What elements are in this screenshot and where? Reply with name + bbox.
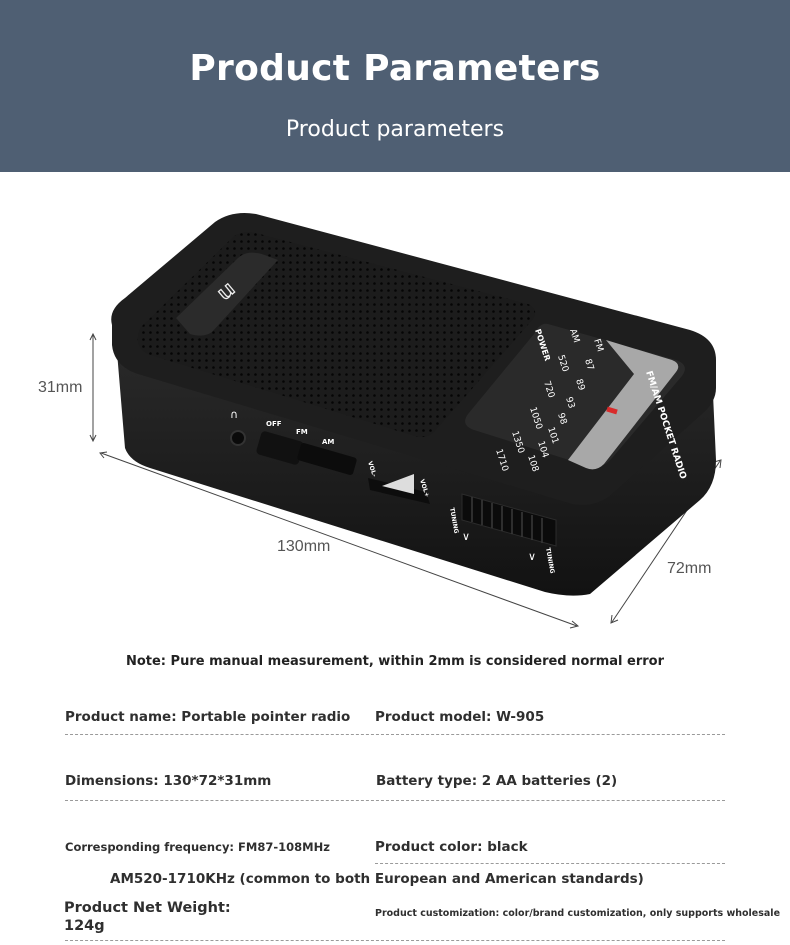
divider bbox=[65, 940, 725, 941]
volume-wheel bbox=[368, 478, 430, 504]
logo-plate bbox=[176, 252, 278, 336]
spec-product-color: Product color: black bbox=[375, 839, 528, 855]
switch-label-fm: FM bbox=[296, 428, 308, 436]
spec-customization: Product customization: color/brand custo… bbox=[375, 908, 781, 919]
length-dimension: 130mm bbox=[277, 538, 331, 555]
product-photo-area: 𝕦 POWER FM/AM POCKET RADIO FM 87 89 93 9… bbox=[0, 172, 790, 642]
spec-dimensions: Dimensions: 130*72*31mm bbox=[65, 773, 272, 789]
measurement-note: Note: Pure manual measurement, within 2m… bbox=[125, 654, 665, 669]
divider bbox=[65, 734, 725, 735]
page-title: Product Parameters bbox=[189, 48, 601, 89]
radio-illustration: 𝕦 POWER FM/AM POCKET RADIO FM 87 89 93 9… bbox=[89, 213, 722, 629]
band-switch-slot bbox=[297, 443, 357, 475]
headphone-icon: ∩ bbox=[230, 408, 238, 421]
tuning-pointer bbox=[606, 406, 618, 415]
tuning-arrow-icon: ∨ bbox=[462, 530, 470, 543]
dial-window bbox=[568, 340, 679, 470]
fm-scale-mark: 89 bbox=[573, 378, 586, 392]
headphone-jack bbox=[230, 430, 246, 446]
band-switch[interactable] bbox=[256, 430, 305, 465]
tuning-label-right: TUNING bbox=[544, 547, 555, 574]
spec-battery-type: Battery type: 2 AA batteries (2) bbox=[376, 773, 618, 789]
switch-label-off: OFF bbox=[266, 420, 282, 428]
header-banner: Product Parameters Product parameters bbox=[0, 0, 790, 172]
fm-scale-label: FM bbox=[591, 338, 605, 353]
height-dimension: 31mm bbox=[38, 379, 83, 396]
spec-product-name: Product name: Portable pointer radio bbox=[65, 709, 351, 725]
spec-frequency: Corresponding frequency: FM87-108MHz bbox=[65, 840, 330, 854]
am-scale-label: AM bbox=[567, 328, 581, 344]
spec-frequency-am: AM520-1710KHz (common to both European a… bbox=[110, 871, 644, 887]
divider bbox=[65, 800, 725, 801]
fm-scale-mark: 87 bbox=[582, 358, 595, 372]
divider bbox=[375, 863, 725, 864]
tuning-wheel-ridges bbox=[471, 497, 543, 543]
fm-scale-mark: 98 bbox=[555, 412, 568, 426]
spec-net-weight: Product Net Weight: 124g bbox=[64, 900, 231, 934]
switch-label-am: AM bbox=[322, 438, 334, 446]
page-subtitle: Product parameters bbox=[285, 117, 505, 142]
fm-scale-mark: 93 bbox=[563, 396, 576, 410]
volume-minus-label: VOL- bbox=[366, 460, 378, 478]
tuning-label-left: TUNING bbox=[448, 507, 459, 534]
width-dimension: 72mm bbox=[667, 560, 712, 577]
tuning-arrow-icon: ∨ bbox=[528, 550, 536, 563]
spec-product-model: Product model: W-905 bbox=[375, 709, 545, 725]
volume-indicator bbox=[382, 474, 414, 494]
